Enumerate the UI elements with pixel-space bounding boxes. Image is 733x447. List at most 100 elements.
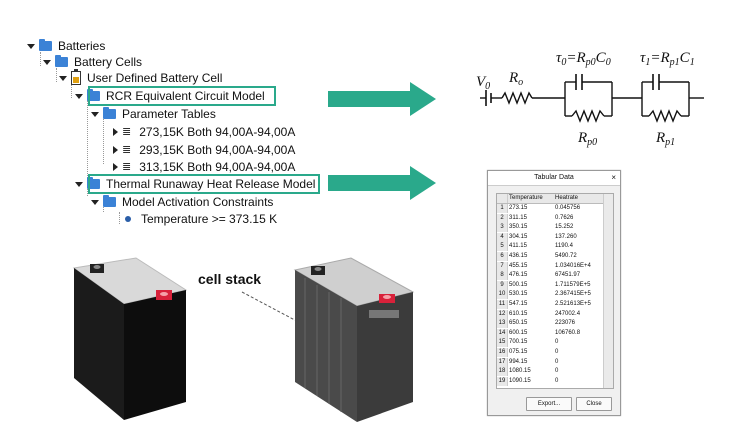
expand-toggle-icon[interactable] — [113, 146, 118, 154]
row-number: 12 — [497, 309, 508, 319]
row-number: 3 — [497, 223, 508, 233]
cell-temperature[interactable]: 994.15 — [509, 358, 528, 365]
cell-heatrate[interactable]: 0.045756 — [555, 205, 581, 211]
cell-heatrate[interactable]: 2.521613E+5 — [555, 301, 591, 307]
expand-toggle-icon[interactable] — [113, 163, 118, 171]
cell-heatrate[interactable]: 2.367415E+5 — [555, 291, 591, 298]
cell-heatrate[interactable]: 5490.72 — [555, 253, 577, 259]
tree-node-table-1[interactable]: ≣ 273,15K Both 94,00A-94,00A — [113, 124, 295, 140]
tree-node-temperature-constraint[interactable]: Temperature >= 373.15 K — [125, 211, 277, 227]
tree-node-rcr-model[interactable]: RCR Equivalent Circuit Model — [75, 88, 265, 104]
resistor-rp0 — [571, 109, 605, 123]
cell-temperature[interactable]: 1090.15 — [509, 377, 531, 384]
cell-temperature[interactable]: 610.15 — [509, 310, 528, 317]
row-number: 18 — [497, 367, 508, 377]
expand-toggle-icon[interactable] — [43, 59, 51, 65]
cell-heatrate[interactable]: 0.7626 — [555, 214, 574, 221]
expand-toggle-icon[interactable] — [113, 128, 118, 136]
table-icon: ≣ — [122, 125, 132, 138]
tree-node-table-2[interactable]: ≣ 293,15K Both 94,00A-94,00A — [113, 142, 295, 158]
cell-heatrate[interactable]: 15.252 — [555, 224, 574, 231]
tree-node-label: 313,15K Both 94,00A-94,00A — [139, 160, 296, 174]
tree-node-label: Battery Cells — [74, 55, 143, 69]
cell-temperature[interactable]: 700.15 — [509, 339, 528, 346]
cell-temperature[interactable]: 547.15 — [509, 301, 528, 307]
row-number: 9 — [497, 280, 508, 290]
cell-heatrate[interactable]: 0 — [555, 368, 559, 375]
cell-temperature[interactable]: 1080.15 — [509, 368, 531, 375]
cell-temperature[interactable]: 476.15 — [509, 272, 528, 279]
cell-temperature[interactable]: 650.15 — [509, 320, 528, 327]
cell-heatrate[interactable]: 137.260 — [555, 233, 577, 240]
cell-temperature[interactable]: 530.15 — [509, 291, 528, 298]
cell-heatrate[interactable]: 0 — [555, 377, 559, 384]
cell-heatrate[interactable]: 106760.8 — [555, 329, 581, 336]
cell-temperature[interactable]: 273.15 — [509, 205, 528, 211]
cell-heatrate[interactable]: 247002.4 — [555, 310, 581, 317]
cell-temperature[interactable]: 500.15 — [509, 281, 528, 288]
expand-toggle-icon[interactable] — [59, 75, 67, 81]
column-header-heatrate[interactable]: Heatrate — [555, 195, 579, 201]
cell-heatrate[interactable]: 67451.97 — [555, 272, 581, 279]
cell-temperature[interactable]: 311.15 — [509, 214, 527, 221]
expand-toggle-icon[interactable] — [27, 43, 35, 49]
cell-heatrate[interactable]: 1190.4 — [555, 243, 573, 250]
cell-temperature[interactable]: 411.15 — [509, 243, 527, 250]
row-number-header — [497, 194, 508, 203]
close-icon[interactable]: × — [611, 173, 616, 182]
cell-temperature[interactable]: 075.15 — [509, 349, 528, 355]
cell-heatrate[interactable]: 1.034016E+4 — [555, 262, 591, 269]
cell-temperature[interactable]: 600.15 — [509, 329, 528, 336]
tree-node-battery-cells[interactable]: Battery Cells — [43, 54, 142, 70]
constraint-dot-icon — [125, 216, 131, 222]
label-v0: V0 — [476, 74, 490, 92]
cell-heatrate[interactable]: 0 — [555, 349, 559, 355]
cell-heatrate[interactable]: 0 — [555, 339, 559, 346]
tree-node-label: Temperature >= 373.15 K — [141, 212, 278, 226]
export-button[interactable]: Export... — [526, 397, 572, 411]
expand-toggle-icon[interactable] — [75, 181, 83, 187]
column-header-temperature[interactable]: Temperature — [509, 195, 543, 201]
row-number: 10 — [497, 290, 508, 300]
tree-node-thermal-model[interactable]: Thermal Runaway Heat Release Model — [75, 176, 315, 192]
tree-node-batteries[interactable]: Batteries — [27, 38, 105, 54]
cell-heatrate[interactable]: 1.711579E+5 — [555, 281, 591, 288]
cell-temperature[interactable]: 350.15 — [509, 224, 528, 231]
arrow-to-table-icon — [328, 166, 436, 200]
tree-node-label: Thermal Runaway Heat Release Model — [106, 177, 316, 191]
expand-toggle-icon[interactable] — [91, 199, 99, 205]
cell-temperature[interactable]: 304.15 — [509, 233, 528, 240]
tree-node-activation-constraints[interactable]: Model Activation Constraints — [91, 194, 273, 210]
cell-heatrate[interactable]: 223076 — [555, 320, 576, 327]
close-button[interactable]: Close — [576, 397, 612, 411]
tree-node-table-3[interactable]: ≣ 313,15K Both 94,00A-94,00A — [113, 159, 295, 175]
cell-heatrate[interactable]: 0 — [555, 358, 559, 365]
expand-toggle-icon[interactable] — [91, 111, 99, 117]
expand-toggle-icon[interactable] — [75, 93, 83, 99]
tree-node-user-defined-cell[interactable]: User Defined Battery Cell — [59, 69, 222, 86]
cell-temperature[interactable]: 436.15 — [509, 253, 528, 259]
tree-node-parameter-tables[interactable]: Parameter Tables — [91, 106, 216, 122]
vertical-scrollbar[interactable] — [603, 194, 613, 388]
cell-temperature[interactable]: 455.15 — [509, 262, 528, 269]
